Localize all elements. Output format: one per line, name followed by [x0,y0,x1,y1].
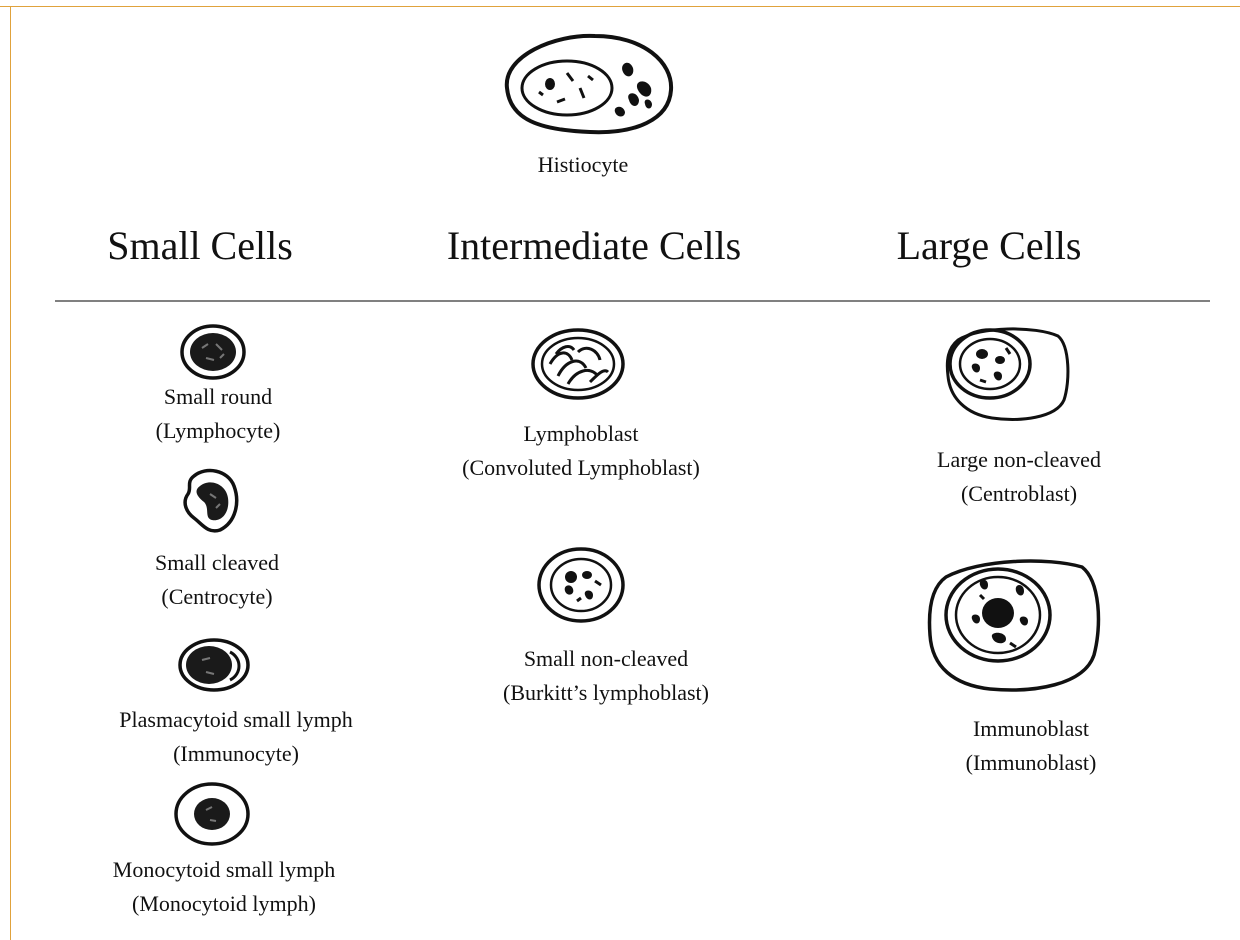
monocytoid-cell-drawing [172,780,252,848]
cell-alias: (Burkitt’s lymphoblast) [503,676,709,710]
cell-alias: (Monocytoid lymph) [113,887,335,921]
cell-name: Immunoblast [966,712,1097,746]
monocytoid-label: Monocytoid small lymph (Monocytoid lymph… [113,853,335,921]
frame-left-border [10,6,11,940]
small-non-cleaved-label: Small non-cleaved (Burkitt’s lymphoblast… [503,642,709,710]
small-round-label: Small round (Lymphocyte) [156,380,281,448]
cell-alias: (Centroblast) [937,477,1101,511]
histiocyte-label: Histiocyte [538,148,628,182]
intermediate-cells-header: Intermediate Cells [447,222,741,270]
immunoblast-cell-drawing [924,555,1104,697]
large-non-cleaved-label: Large non-cleaved (Centroblast) [937,443,1101,511]
cell-name: Monocytoid small lymph [113,853,335,887]
small-non-cleaved-cell-drawing [535,545,627,625]
lymphoblast-label: Lymphoblast (Convoluted Lymphoblast) [462,417,700,485]
column-divider [55,300,1210,302]
cell-alias: (Immunocyte) [119,737,352,771]
cell-name: Small cleaved [155,546,279,580]
cell-alias: (Immunoblast) [966,746,1097,780]
immunoblast-label: Immunoblast (Immunoblast) [966,712,1097,780]
cell-name: Plasmacytoid small lymph [119,703,352,737]
cell-name: Lymphoblast [462,417,700,451]
large-non-cleaved-cell-drawing [940,322,1074,424]
large-cells-header: Large Cells [897,222,1082,270]
plasmacytoid-cell-drawing [176,636,252,694]
small-cleaved-cell-drawing [176,462,244,536]
small-cells-header: Small Cells [107,222,293,270]
cell-name: Small round [156,380,281,414]
plasmacytoid-label: Plasmacytoid small lymph (Immunocyte) [119,703,352,771]
cell-name: Small non-cleaved [503,642,709,676]
cell-alias: (Convoluted Lymphoblast) [462,451,700,485]
histiocyte-cell-drawing [495,28,680,140]
lymphoblast-cell-drawing [528,326,628,402]
cell-name: Large non-cleaved [937,443,1101,477]
small-cleaved-label: Small cleaved (Centrocyte) [155,546,279,614]
frame-top-border [0,6,1240,7]
small-round-cell-drawing [178,322,248,382]
cell-alias: (Lymphocyte) [156,414,281,448]
cell-alias: (Centrocyte) [155,580,279,614]
